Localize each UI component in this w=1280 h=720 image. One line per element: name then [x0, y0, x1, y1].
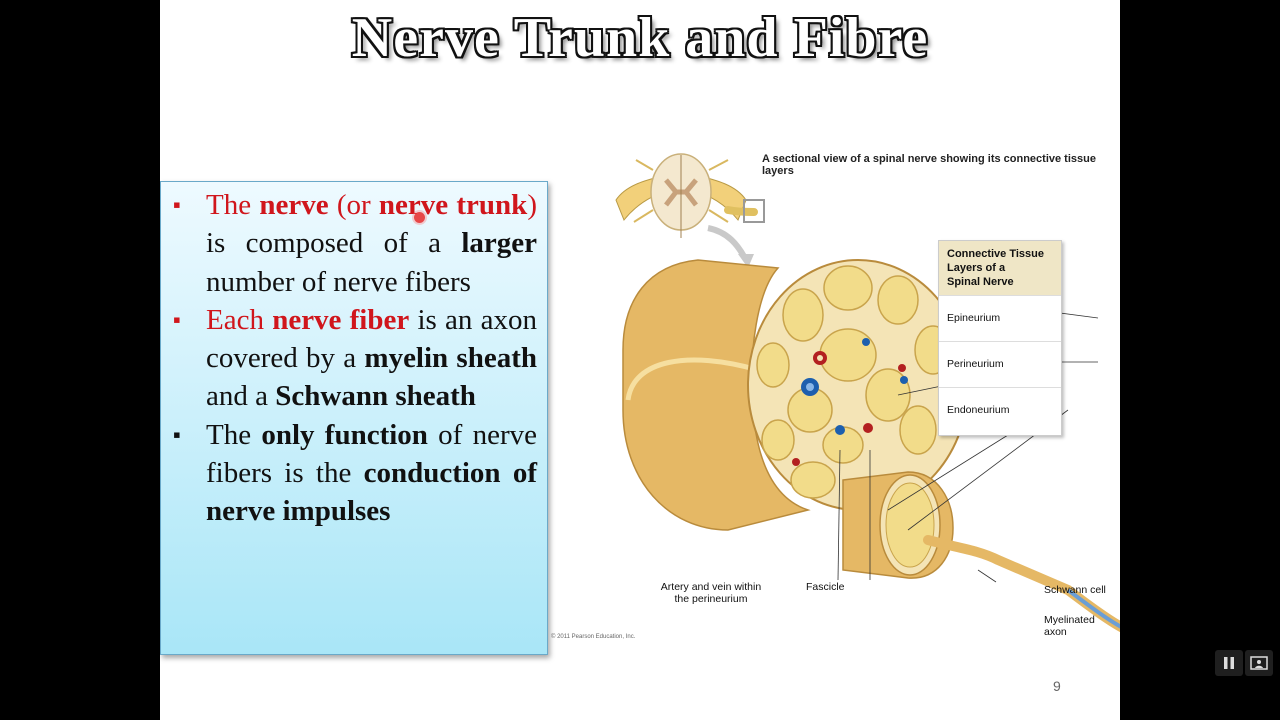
label-fascicle: Fascicle: [806, 581, 845, 593]
label-artery-line: Artery and vein within: [660, 581, 762, 593]
bullet-text-segment: only function: [261, 418, 428, 451]
legend-title: Connective Tissue Layers of a Spinal Ner…: [939, 241, 1061, 295]
legend-item-endoneurium: Endoneurium: [939, 387, 1061, 433]
slide-title: Nerve Trunk and Fibre: [351, 7, 929, 69]
bullet-text-segment: number of nerve fibers: [206, 265, 471, 298]
screen-icon: [1250, 656, 1268, 670]
bullet-text-segment: conduction of nerve impulses: [206, 457, 537, 528]
bullet-text-segment: of nerve fibers is the: [206, 418, 537, 490]
nerve-figure: [615, 153, 1120, 633]
bullet-marker-icon: ▪: [173, 192, 181, 217]
bullet-textbox: ▪ The nerve (or nerve trunk) is composed …: [160, 181, 548, 655]
bullet-text-segment: nerve: [259, 189, 329, 221]
bullet-marker-icon: ▪: [173, 306, 181, 332]
label-artery-line: the perineurium: [674, 593, 748, 605]
bullet-text-segment: is composed of a: [206, 227, 462, 260]
bullet-text-segment: myelin sheath: [364, 342, 537, 375]
bullet-text-segment: nerve fiber: [272, 303, 410, 336]
bullet-text-segment: The: [206, 418, 262, 451]
legend-item-epineurium: Epineurium: [939, 295, 1061, 341]
label-schwann-cell: Schwann cell: [1044, 584, 1106, 596]
copyright-note: © 2011 Pearson Education, Inc.: [551, 634, 636, 640]
bullet-text-segment: Schwann sheath: [275, 380, 476, 413]
slide: Nerve Trunk and Fibre ▪ The nerve (or ner…: [160, 0, 1120, 720]
legend-title-line: Connective Tissue: [947, 248, 1044, 260]
bullet-marker-icon: ▪: [173, 421, 181, 447]
label-artery-vein: Artery and vein within the perineurium: [658, 581, 764, 605]
bullet-text-segment: The: [206, 189, 260, 221]
legend-item-perineurium: Perineurium: [939, 341, 1061, 387]
pause-button[interactable]: [1215, 650, 1243, 676]
figure-caption: A sectional view of a spinal nerve showi…: [762, 153, 1096, 177]
bullet-text-segment: ): [527, 189, 537, 221]
legend-title-line: Layers of a: [947, 262, 1006, 274]
screen-button[interactable]: [1245, 650, 1273, 676]
bullet-item: ▪ The only function of nerve fibers is th…: [165, 416, 537, 531]
bullet-item: ▪ The nerve (or nerve trunk) is composed …: [165, 186, 537, 301]
bullet-text-segment: nerve trunk: [378, 189, 528, 221]
bullet-item: ▪ Each nerve fiber is an axon covered by …: [165, 301, 537, 416]
nerve-trunk-illustration: [622, 259, 1120, 633]
bullet-text-segment: larger: [461, 227, 537, 260]
label-myelinated-axon: Myelinated axon: [1044, 614, 1095, 638]
bullet-text-segment: (or: [328, 189, 379, 221]
bullet-text-segment: Each: [206, 303, 273, 336]
pause-icon: [1224, 657, 1234, 669]
legend-title-line: Spinal Nerve: [947, 276, 1014, 288]
pointer-cursor: [414, 212, 425, 223]
bullet-text-segment: is an axon covered by a: [206, 303, 537, 375]
spinal-cord-illustration: [615, 153, 765, 238]
connective-tissue-legend: Connective Tissue Layers of a Spinal Ner…: [938, 240, 1062, 436]
page-number: 9: [1053, 678, 1061, 694]
bullet-text-segment: and a: [206, 380, 276, 413]
